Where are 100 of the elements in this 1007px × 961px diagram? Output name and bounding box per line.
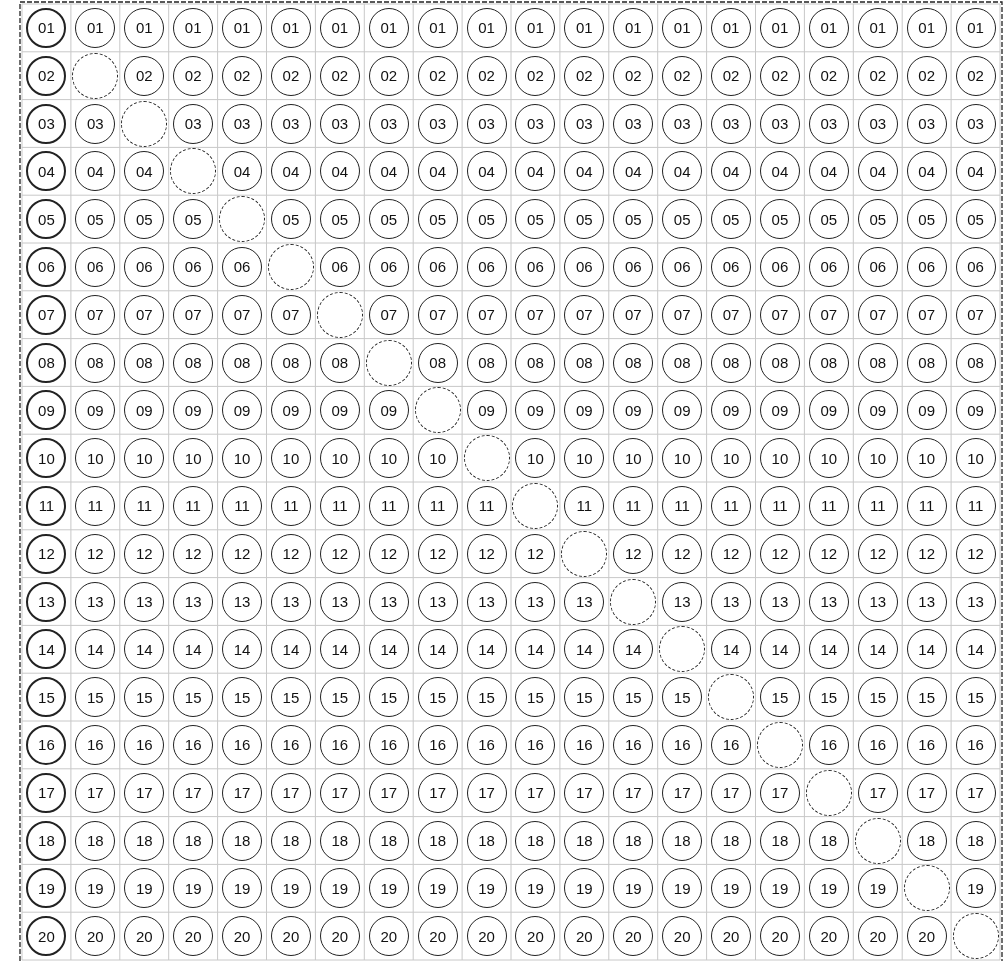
- number-circle: 16: [515, 724, 556, 765]
- number-circle: 10: [124, 438, 165, 479]
- number-circle: 17: [222, 772, 263, 813]
- number-circle: 13: [270, 581, 311, 622]
- number-circle: 05: [955, 199, 996, 240]
- number-circle: 10: [857, 438, 898, 479]
- number-circle: 18: [711, 820, 752, 861]
- number-circle: 15: [759, 677, 800, 718]
- number-circle: 14: [515, 629, 556, 670]
- number-circle: 11: [417, 485, 458, 526]
- number-circle: 14: [319, 629, 360, 670]
- number-circle: 11: [808, 485, 849, 526]
- number-circle: 03: [466, 103, 507, 144]
- number-circle: 13: [368, 581, 409, 622]
- number-circle: 18: [466, 820, 507, 861]
- number-circle: 07: [124, 294, 165, 335]
- number-circle: 03: [173, 103, 214, 144]
- dashed-empty-circle: [952, 913, 999, 960]
- number-circle: 08: [955, 342, 996, 383]
- number-circle: 12: [417, 533, 458, 574]
- number-circle: 14: [955, 629, 996, 670]
- number-circle: 02: [808, 55, 849, 96]
- number-circle: 04: [808, 151, 849, 192]
- number-circle: 11: [319, 485, 360, 526]
- number-circle: 01: [613, 7, 654, 48]
- number-circle: 06: [515, 246, 556, 287]
- number-circle: 15: [955, 677, 996, 718]
- row-number-circle: 04: [26, 151, 67, 192]
- number-circle: 04: [906, 151, 947, 192]
- number-circle: 19: [711, 868, 752, 909]
- number-circle: 09: [906, 390, 947, 431]
- number-circle: 10: [711, 438, 752, 479]
- number-circle: 19: [955, 868, 996, 909]
- number-circle: 20: [270, 916, 311, 957]
- number-circle: 10: [613, 438, 654, 479]
- number-circle: 19: [662, 868, 703, 909]
- number-circle: 02: [662, 55, 703, 96]
- number-circle: 17: [711, 772, 752, 813]
- number-circle: 08: [662, 342, 703, 383]
- number-circle: 14: [857, 629, 898, 670]
- row-number-circle: 14: [26, 629, 67, 670]
- number-circle: 09: [466, 390, 507, 431]
- number-circle: 14: [564, 629, 605, 670]
- number-circle: 08: [466, 342, 507, 383]
- number-circle: 14: [75, 629, 116, 670]
- number-circle: 07: [222, 294, 263, 335]
- dashed-empty-circle: [121, 100, 168, 147]
- row-number-circle: 09: [26, 390, 67, 431]
- row-number-circle: 16: [26, 724, 67, 765]
- number-circle: 18: [319, 820, 360, 861]
- number-circle: 12: [270, 533, 311, 574]
- number-circle: 15: [613, 677, 654, 718]
- row-number-circle: 15: [26, 677, 67, 718]
- number-circle: 13: [955, 581, 996, 622]
- row-number-circle: 05: [26, 199, 67, 240]
- number-circle: 07: [759, 294, 800, 335]
- number-circle: 03: [808, 103, 849, 144]
- number-circle: 18: [270, 820, 311, 861]
- number-circle: 08: [75, 342, 116, 383]
- number-circle: 17: [368, 772, 409, 813]
- number-circle: 20: [857, 916, 898, 957]
- number-circle: 02: [613, 55, 654, 96]
- number-circle: 04: [955, 151, 996, 192]
- number-circle: 01: [955, 7, 996, 48]
- number-circle: 06: [319, 246, 360, 287]
- number-circle: 09: [319, 390, 360, 431]
- number-circle: 04: [564, 151, 605, 192]
- number-circle: 01: [75, 7, 116, 48]
- number-circle: 16: [124, 724, 165, 765]
- number-circle: 07: [417, 294, 458, 335]
- number-circle: 11: [906, 485, 947, 526]
- number-circle: 15: [857, 677, 898, 718]
- number-circle: 02: [173, 55, 214, 96]
- number-circle: 04: [368, 151, 409, 192]
- number-circle: 03: [759, 103, 800, 144]
- number-circle: 16: [319, 724, 360, 765]
- number-circle: 06: [662, 246, 703, 287]
- number-circle: 10: [173, 438, 214, 479]
- number-circle: 09: [75, 390, 116, 431]
- number-circle: 07: [857, 294, 898, 335]
- number-circle: 16: [466, 724, 507, 765]
- number-circle: 08: [906, 342, 947, 383]
- number-circle: 02: [564, 55, 605, 96]
- number-circle: 17: [270, 772, 311, 813]
- number-circle: 19: [124, 868, 165, 909]
- number-circle: 13: [808, 581, 849, 622]
- number-circle: 14: [808, 629, 849, 670]
- number-circle: 18: [564, 820, 605, 861]
- number-circle: 11: [368, 485, 409, 526]
- dashed-empty-circle: [170, 148, 217, 195]
- number-circle: 15: [75, 677, 116, 718]
- number-circle: 13: [759, 581, 800, 622]
- number-circle: 07: [515, 294, 556, 335]
- number-circle: 16: [564, 724, 605, 765]
- dashed-empty-circle: [659, 626, 706, 673]
- number-circle: 05: [319, 199, 360, 240]
- number-circle: 17: [417, 772, 458, 813]
- number-circle: 05: [368, 199, 409, 240]
- number-circle: 05: [270, 199, 311, 240]
- number-circle: 08: [319, 342, 360, 383]
